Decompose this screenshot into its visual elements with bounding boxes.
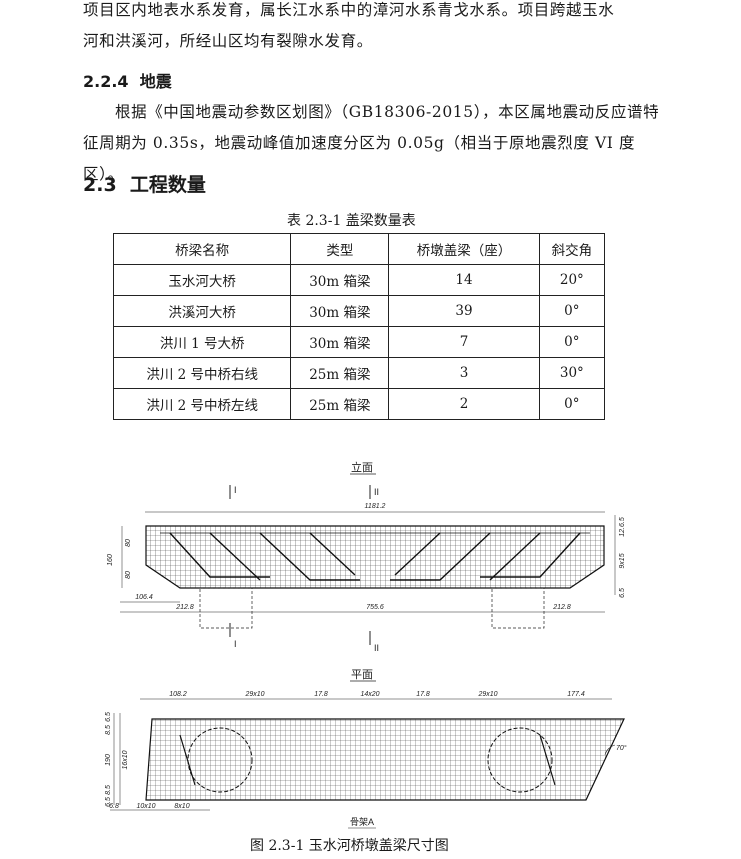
- table-cell: 0°: [538, 295, 606, 327]
- dim-plan-left-mid: 16x10: [122, 750, 129, 769]
- dim-plan-bottom-1: 6.8: [109, 803, 119, 810]
- table-header-row: 桥梁名称 类型 桥墩盖梁（座） 斜交角: [112, 233, 606, 265]
- elevation-title: 立面: [351, 460, 373, 474]
- dim-plan-7: 177.4: [567, 691, 585, 698]
- section-number: 2.3: [83, 174, 117, 196]
- table-cell: 洪溪河大桥: [112, 295, 292, 327]
- section-heading-2-2-4: 2.2.4 地震: [83, 68, 172, 92]
- dim-left-offset: 106.4: [135, 594, 153, 601]
- dim-plan-left-bot1: 8.5: [105, 785, 112, 795]
- plan-title: 平面: [351, 669, 373, 681]
- table-cell: 0°: [538, 326, 606, 358]
- table-row: 洪川 1 号大桥 30m 箱梁 7 0°: [112, 326, 606, 358]
- paragraph-2-line-2: 征周期为 0.35s，地震动峰值加速度分区为 0.05g（相当于原地震烈度 VI…: [83, 134, 636, 183]
- dim-right-top: 12.6.5: [619, 517, 626, 537]
- table-row: 洪川 2 号中桥左线 25m 箱梁 2 0°: [112, 388, 606, 420]
- table-cell: 30m 箱梁: [290, 295, 390, 327]
- table-cell: 洪川 2 号中桥右线: [112, 357, 292, 389]
- dim-plan-4: 14x20: [360, 691, 379, 698]
- dim-plan-left-total: 190: [105, 754, 112, 766]
- skew-angle: 70°: [616, 744, 627, 752]
- column-header: 桥墩盖梁（座）: [388, 233, 540, 265]
- section-mark-i-bottom: I: [234, 639, 237, 649]
- column-header: 斜交角: [538, 233, 606, 265]
- frame-label: 骨架A: [350, 817, 374, 827]
- column-header: 类型: [290, 233, 390, 265]
- table-cell: 30°: [538, 357, 606, 389]
- table-cell: 7: [388, 326, 540, 358]
- dim-plan-2: 29x10: [244, 691, 264, 698]
- table-caption: 表 2.3-1 盖梁数量表: [287, 213, 416, 229]
- quantity-table: 桥梁名称 类型 桥墩盖梁（座） 斜交角 玉水河大桥 30m 箱梁 14 20° …: [112, 233, 606, 420]
- table-row: 玉水河大桥 30m 箱梁 14 20°: [112, 264, 606, 296]
- section-mark-ii-top: II: [374, 487, 379, 497]
- dim-plan-3: 17.8: [314, 691, 328, 698]
- cap-beam-drawing: 立面 I II 1181.2 160 80 80 12.6.5 9x15 6.5…: [105, 460, 627, 829]
- dim-lower: 80: [125, 571, 132, 579]
- dim-height: 160: [107, 554, 114, 566]
- column-header: 桥梁名称: [112, 233, 292, 265]
- section-title: 工程数量: [129, 174, 206, 196]
- dim-total: 1181.2: [365, 503, 386, 510]
- dim-plan-1: 108.2: [169, 691, 187, 698]
- table-cell: 30m 箱梁: [290, 264, 390, 296]
- figure-caption: 图 2.3-1 玉水河桥墩盖梁尺寸图: [250, 838, 449, 854]
- dim-plan-bottom-3: 8x10: [174, 803, 189, 810]
- paragraph-1-line-2: 河和洪溪河，所经山区均有裂隙水发育。: [83, 32, 373, 50]
- table-cell: 0°: [538, 388, 606, 420]
- section-mark-i-top: I: [234, 485, 237, 495]
- section-title: 地震: [139, 72, 172, 91]
- table-cell: 39: [388, 295, 540, 327]
- table-cell: 2: [388, 388, 540, 420]
- table-row: 洪川 2 号中桥右线 25m 箱梁 3 30°: [112, 357, 606, 389]
- dim-plan-left-top2: 8.5: [105, 725, 112, 735]
- table-cell: 3: [388, 357, 540, 389]
- paragraph-2-line-1: 根据《中国地震动参数区划图》（GB18306-2015），本区属地震动反应谱特: [115, 103, 660, 121]
- table-cell: 30m 箱梁: [290, 326, 390, 358]
- section-heading-2-3: 2.3 工程数量: [83, 170, 206, 197]
- table-cell: 20°: [538, 264, 606, 296]
- table-cell: 洪川 2 号中桥左线: [112, 388, 292, 420]
- dim-plan-left-top1: 6.5: [105, 712, 112, 722]
- dim-right-span: 212.8: [552, 604, 571, 611]
- section-mark-ii-bottom: II: [374, 643, 379, 653]
- table-cell: 25m 箱梁: [290, 388, 390, 420]
- table-cell: 14: [388, 264, 540, 296]
- dim-plan-left-bot2: 6.5: [105, 797, 112, 807]
- dim-right-bottom: 6.5: [619, 588, 626, 598]
- section-number: 2.2.4: [83, 72, 129, 91]
- dim-plan-bottom-2: 10x10: [136, 803, 155, 810]
- dim-right-mid: 9x15: [619, 553, 626, 568]
- dim-upper: 80: [125, 539, 132, 547]
- table-row: 洪溪河大桥 30m 箱梁 39 0°: [112, 295, 606, 327]
- paragraph-1-line-1: 项目区内地表水系发育，属长江水系中的漳河水系青戈水系。项目跨越玉水: [83, 1, 615, 19]
- table-cell: 25m 箱梁: [290, 357, 390, 389]
- dim-plan-5: 17.8: [416, 691, 430, 698]
- dim-middle: 755.6: [366, 604, 384, 611]
- table-cell: 玉水河大桥: [112, 264, 292, 296]
- dim-plan-6: 29x10: [477, 691, 497, 698]
- dim-left-span: 212.8: [175, 604, 194, 611]
- table-cell: 洪川 1 号大桥: [112, 326, 292, 358]
